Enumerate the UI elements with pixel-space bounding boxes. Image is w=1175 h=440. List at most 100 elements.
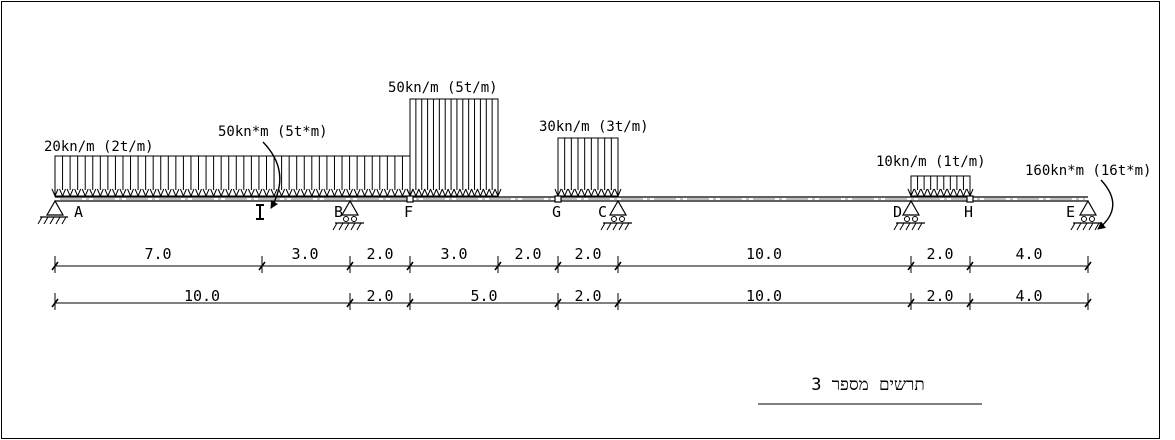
load-arrowhead — [594, 188, 602, 198]
point-label-d: D — [893, 203, 902, 221]
load-arrowhead — [614, 188, 622, 198]
roller-support-c-icon — [600, 199, 632, 231]
load-arrowhead — [424, 188, 432, 198]
load-arrowhead — [270, 188, 278, 198]
load-arrowhead — [210, 188, 218, 198]
dimension-tick — [907, 261, 915, 271]
load-arrowhead — [263, 188, 270, 198]
load-arrowhead — [285, 188, 293, 198]
load-arrowhead — [574, 188, 582, 198]
load-arrowhead — [127, 188, 134, 198]
load-label-q2: 50kn/m (5t/m) — [388, 80, 498, 96]
load-arrowhead — [240, 188, 248, 198]
load-arrowhead — [232, 188, 240, 198]
load-arrowhead — [142, 188, 150, 198]
load-arrowhead — [323, 188, 331, 198]
load-arrowhead — [66, 188, 74, 198]
dim2-c-d: 10.0 — [746, 287, 782, 305]
load-arrowhead — [51, 188, 59, 198]
load-arrowhead — [338, 188, 346, 198]
load-label-q3: 30kn/m (3t/m) — [539, 119, 649, 135]
load-arrowhead — [134, 188, 142, 198]
beam — [55, 196, 1088, 202]
point-label-c: C — [598, 203, 607, 221]
load-label-moment-e: 160kn*m (16t*m) — [1025, 163, 1151, 179]
load-arrowhead — [315, 188, 323, 198]
load-arrowhead — [447, 188, 455, 198]
moment-arrow-i-icon — [262, 141, 281, 209]
dim1-d-h: 2.0 — [926, 245, 953, 263]
load-arrowhead — [119, 188, 127, 198]
dim1-load-g: 2.0 — [514, 245, 541, 263]
load-arrowhead — [89, 188, 97, 198]
load-arrowhead — [418, 188, 426, 198]
roller-support-d-icon — [893, 199, 925, 231]
load-arrowhead — [293, 188, 301, 198]
distributed-load-q4 — [907, 175, 974, 198]
load-arrowhead — [74, 188, 82, 198]
load-arrowhead — [164, 188, 172, 198]
load-arrowhead — [933, 188, 941, 198]
roller-support-b-icon — [332, 199, 364, 231]
load-arrowhead — [482, 188, 490, 198]
hinge-f-icon — [406, 195, 414, 203]
dimension-tick — [966, 298, 974, 308]
load-arrowhead — [940, 188, 948, 198]
point-label-b: B — [334, 203, 343, 221]
figure-caption: תרשים מספר 3 — [811, 375, 925, 395]
load-arrowhead — [476, 188, 484, 198]
load-arrowhead — [959, 188, 967, 198]
load-arrowhead — [104, 188, 112, 198]
dimension-tick — [51, 298, 59, 308]
roller-support-e-icon — [1070, 199, 1102, 231]
load-label-q4: 10kn/m (1t/m) — [876, 154, 986, 170]
load-arrowhead — [361, 188, 369, 198]
dim1-g-c: 2.0 — [574, 245, 601, 263]
load-arrowhead — [465, 188, 473, 198]
load-arrowhead — [202, 188, 210, 198]
dim1-h-e: 4.0 — [1015, 245, 1042, 263]
dim1-c-d: 10.0 — [746, 245, 782, 263]
load-arrowhead — [561, 188, 569, 198]
dim2-g-c: 2.0 — [574, 287, 601, 305]
load-arrowhead — [59, 188, 67, 198]
load-arrowhead — [927, 188, 935, 198]
load-arrowhead — [81, 188, 89, 198]
dimension-tick — [966, 261, 974, 271]
load-arrowhead — [946, 188, 954, 198]
dim1-i-b: 3.0 — [291, 245, 318, 263]
load-arrowhead — [195, 188, 202, 198]
load-arrowhead — [255, 188, 263, 198]
load-arrowhead — [278, 188, 286, 198]
load-arrowhead — [471, 188, 478, 198]
dimension-tick — [346, 261, 354, 271]
load-label-moment-i: 50kn*m (5t*m) — [218, 124, 328, 140]
load-arrowhead — [920, 188, 928, 198]
load-arrowhead — [453, 188, 461, 198]
load-arrowhead — [607, 188, 615, 198]
dimension-tick — [406, 261, 414, 271]
load-arrowhead — [391, 188, 399, 198]
dimension-tick — [1084, 298, 1092, 308]
load-arrowhead — [430, 188, 437, 198]
fixed-pin-support-a-icon — [37, 199, 68, 225]
load-arrowhead — [914, 188, 922, 198]
hinge-g-icon — [554, 195, 562, 203]
load-arrowhead — [111, 188, 119, 198]
load-arrowhead — [567, 188, 575, 198]
load-arrowhead — [247, 188, 255, 198]
dimension-row-2: 10.0 2.0 5.0 2.0 10.0 2.0 4.0 — [51, 287, 1092, 310]
load-arrowhead — [581, 188, 589, 198]
point-label-h: H — [964, 203, 973, 221]
distributed-load-q3 — [554, 137, 622, 198]
load-arrowhead — [172, 188, 180, 198]
load-arrowhead — [368, 188, 376, 198]
load-arrowhead — [353, 188, 361, 198]
dimension-tick — [614, 298, 622, 308]
dimension-tick — [406, 298, 414, 308]
point-label-g: G — [552, 203, 561, 221]
load-arrowhead — [907, 188, 915, 198]
load-label-q1: 20kn/m (2t/m) — [44, 139, 154, 155]
load-arrowhead — [187, 188, 195, 198]
